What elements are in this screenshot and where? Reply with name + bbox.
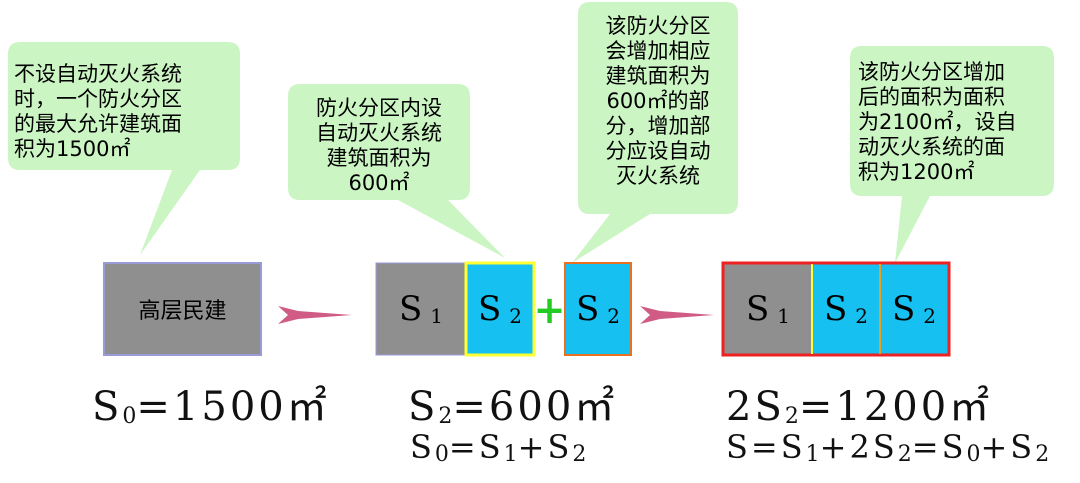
s2-box-added [564, 262, 632, 356]
s1-subscript: 1 [430, 304, 444, 328]
gaoceng-label: 高层民建 [138, 299, 227, 324]
formula-s2-value: =600㎡ [452, 384, 618, 430]
formula-total-a: S=S [726, 428, 806, 466]
formula-s0-sum-a: S [410, 428, 435, 466]
formula-s0: S0=1500㎡ [92, 374, 330, 432]
formula-s0-term: S [92, 384, 123, 430]
bubble-1-shape [8, 42, 240, 255]
plus-sign: + [533, 288, 566, 332]
s2-subscript: 2 [509, 304, 523, 328]
bubble-4-shape [850, 46, 1054, 263]
formula-s2-sub: 2 [438, 404, 453, 429]
bubble-3-text: 该防火分区 会增加相应 建筑面积为 600㎡的部 分，增加部 分应设自动 灭火系… [605, 14, 711, 188]
formula-total-c: =S [911, 428, 967, 466]
bubble-1-text: 不设自动灭火系统 时，一个防火分区 的最大允许建筑面 积为1500㎡ [14, 62, 182, 161]
s2-right-a-subscript: 2 [855, 304, 869, 328]
formula-s0-sum-c: +S [517, 428, 573, 466]
formula-s0-sum-a-sub: 0 [434, 442, 449, 467]
formula-total-d: +S [980, 428, 1036, 466]
formula-s0-sum-c-sub: 2 [572, 442, 587, 467]
s2-right-a-letter: S [823, 289, 848, 329]
bubble-2-shape [288, 84, 505, 258]
formula-2s2-value: =1200㎡ [798, 384, 993, 430]
formula-s0-sum: S0=S1+S2 [410, 428, 587, 467]
s1-right-subscript: 1 [777, 304, 791, 328]
bubble-4-text: 该防火分区增加 后的面积为面积 为2100㎡，设自 动灭火系统的面 积为1200… [858, 60, 1017, 184]
s2-letter: S [477, 289, 502, 329]
formula-2s2: 2S2=1200㎡ [726, 374, 992, 432]
arrow-2 [640, 306, 714, 324]
s2-right-b-subscript: 2 [923, 304, 937, 328]
arrow-1 [278, 306, 352, 324]
formula-s0-sum-b-sub: 1 [503, 442, 518, 467]
s1-box-mid [375, 262, 467, 356]
formula-s0-sub: 0 [122, 404, 137, 429]
formula-total-d-sub: 2 [1035, 442, 1050, 467]
s2-box-mid [464, 261, 536, 357]
formula-s0-value: =1500㎡ [136, 384, 330, 430]
formula-s2: S2=600㎡ [408, 374, 617, 432]
formula-total: S=S1+2S2=S0+S2 [726, 428, 1050, 467]
formula-2s2-sub: 2 [784, 404, 799, 429]
s1-box-right [724, 264, 813, 354]
formula-total-b-sub: 2 [897, 442, 912, 467]
formula-s2-term: S [408, 384, 439, 430]
s1-right-letter: S [745, 289, 770, 329]
formula-s0-sum-b: =S [448, 428, 504, 466]
gaoceng-box [103, 262, 262, 356]
formula-2s2-term: 2S [726, 384, 785, 430]
formula-total-c-sub: 0 [966, 442, 981, 467]
s2-added-letter: S [575, 289, 600, 329]
formula-total-b: +2S [819, 428, 898, 466]
formula-total-a-sub: 1 [805, 442, 820, 467]
s2-right-b-letter: S [891, 289, 916, 329]
s1-letter: S [398, 289, 423, 329]
s2-added-subscript: 2 [607, 304, 621, 328]
bubble-2-text: 防火分区内设 自动灭火系统 建筑面积为 600㎡ [316, 96, 442, 195]
bubble-3-shape [572, 2, 738, 263]
